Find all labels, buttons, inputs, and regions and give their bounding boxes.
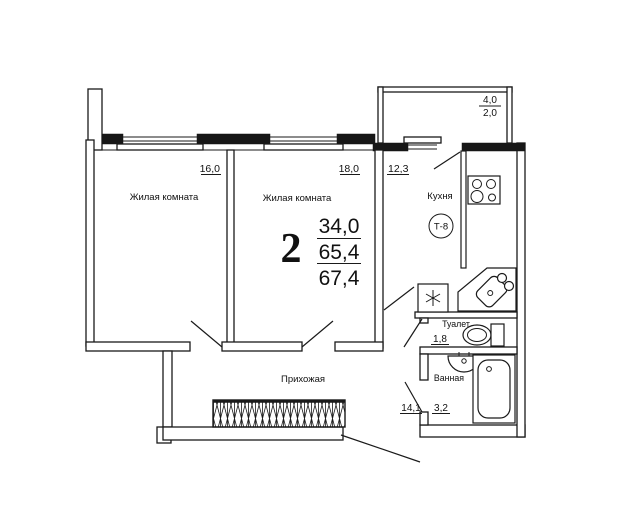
wall-toilet-top	[414, 311, 518, 319]
balcony-wall-right	[506, 86, 513, 144]
balcony-wall-top	[377, 86, 513, 93]
wall-pier	[196, 133, 271, 145]
toilet-area: 1,8	[433, 334, 447, 345]
bathroom-label: Ванная	[434, 373, 464, 383]
bathroom-area: 3,2	[434, 403, 448, 414]
total-area-value: 65,4	[319, 241, 360, 264]
wall-bottom-bathroom	[419, 424, 526, 438]
door-swing-living1	[190, 320, 223, 348]
kitchen-label: Кухня	[427, 191, 452, 202]
balcony-wall-left	[377, 86, 384, 144]
wall-pier	[101, 133, 124, 145]
stove-icon	[467, 175, 501, 205]
total-area-with-balcony-value: 67,4	[319, 267, 360, 290]
door-swing-living2	[301, 320, 334, 348]
wall-pier	[372, 142, 409, 152]
vent-shaft-icon	[417, 283, 449, 313]
wall-step	[85, 341, 191, 352]
t8-circle: Т-8	[428, 213, 454, 239]
wall-left-lower	[162, 350, 173, 430]
wall-jamb	[419, 411, 429, 426]
door-swing-balcony	[433, 151, 461, 170]
living-room-1-area: 16,0	[200, 163, 221, 175]
window-living2	[263, 136, 344, 151]
wall-left-upper	[85, 139, 95, 347]
door-swing-toilet	[403, 318, 423, 348]
wall-jamb	[419, 317, 429, 324]
living-area-value: 34,0	[319, 215, 360, 238]
wall-pier	[336, 133, 376, 145]
living-room-1-label: Жилая комната	[130, 192, 199, 203]
hallway-area: 14,1	[401, 403, 421, 414]
wall-rooms-bottom	[221, 341, 303, 352]
wall-pier	[461, 142, 526, 152]
walls	[85, 88, 526, 444]
door-swing-entrance	[340, 434, 421, 463]
wall-bottom-hallway	[162, 426, 344, 441]
door-swing-kitchen	[383, 286, 415, 311]
balcony: 4,0 2,0	[377, 86, 513, 144]
bathtub-icon	[472, 354, 516, 424]
wall-room2-kitchen	[374, 149, 384, 349]
apartment-summary: 2 34,0 65,4 67,4	[281, 215, 361, 290]
hallway-label: Прихожая	[281, 374, 325, 385]
balcony-area-full: 4,0	[483, 95, 497, 106]
wardrobe-icon	[212, 399, 346, 428]
wall-right	[516, 142, 526, 438]
living-room-2-area: 18,0	[339, 163, 360, 175]
living-room-2-label: Жилая комната	[263, 193, 332, 204]
wall-between-rooms	[226, 149, 235, 347]
kitchen-type-badge: Т-8	[434, 222, 448, 233]
wall-bath-left	[419, 353, 429, 381]
door-swing-bathroom	[404, 381, 423, 413]
window-kitchen	[403, 136, 442, 150]
windows	[116, 136, 442, 151]
wall-rooms-bottom	[334, 341, 384, 352]
doors	[190, 151, 461, 463]
rooms-count: 2	[281, 226, 302, 272]
window-living1	[116, 136, 204, 151]
toilet-label: Туалет	[442, 319, 470, 329]
balcony-area-reduced: 2,0	[483, 108, 497, 119]
sink-icon	[457, 267, 517, 312]
toilet-icon	[462, 323, 505, 347]
kitchen-counter	[460, 150, 467, 269]
kitchen-area: 12,3	[388, 163, 409, 175]
labels: Жилая комната 16,0 Жилая комната 18,0 12…	[130, 163, 470, 414]
fixtures	[212, 150, 517, 428]
